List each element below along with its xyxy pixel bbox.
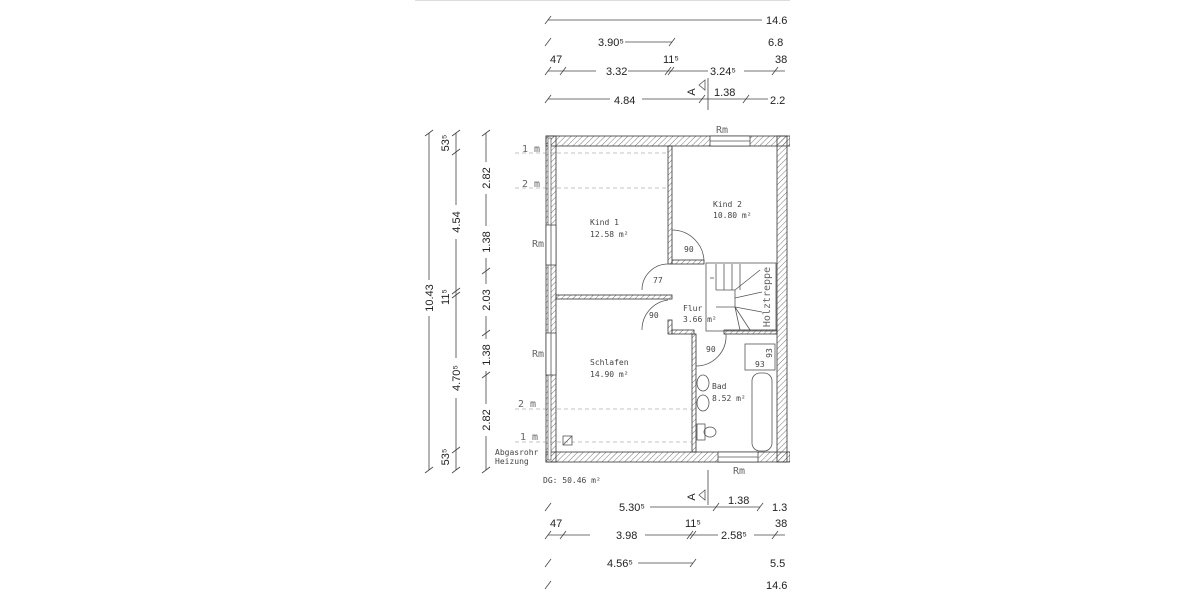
section-marker-top: A bbox=[686, 88, 698, 96]
total-area: DG: 50.46 m² bbox=[543, 476, 601, 485]
wall-bad-west bbox=[691, 333, 697, 453]
dim-label: 2.82 bbox=[481, 409, 493, 430]
shower-dim: 93 bbox=[755, 360, 765, 369]
dim-label: 6.8 bbox=[768, 37, 783, 49]
dim-label: 4.84 bbox=[614, 95, 635, 107]
height-line-label: 2 m bbox=[522, 179, 540, 190]
dim-label: 47 bbox=[550, 54, 562, 66]
dim-label: 4.54 bbox=[451, 211, 463, 232]
doors bbox=[641, 229, 727, 367]
wall-north bbox=[545, 135, 791, 147]
dim-total-depth: 10.43 bbox=[424, 284, 436, 312]
dim-label: 1.38 bbox=[714, 87, 735, 99]
dim-label: 4.56⁵ bbox=[607, 558, 633, 570]
door-kind2 bbox=[671, 229, 705, 263]
dim-label: 53⁵ bbox=[440, 135, 452, 152]
door-width: 90 bbox=[649, 311, 659, 320]
section-arrow-icon bbox=[698, 79, 706, 91]
window-label: Rm bbox=[532, 239, 544, 250]
dim-label: 3.90⁵ bbox=[598, 37, 624, 49]
door-bad bbox=[695, 333, 727, 367]
left-dimensions: 10.43 53⁵ 4.54 11⁵ 4.70⁵ 53⁵ 2.82 1.38 2… bbox=[422, 129, 493, 474]
building-plan: Holztreppe bbox=[515, 135, 791, 463]
flue-label: Heizung bbox=[495, 457, 529, 466]
plan-labels: 1 m 2 m 2 m 1 m Rm Rm Rm Rm Abgasrohr He… bbox=[495, 125, 774, 485]
door-width: 77 bbox=[653, 276, 663, 285]
room-name-schlafen: Schlafen bbox=[590, 358, 629, 367]
dim-label: 2.2 bbox=[770, 95, 785, 107]
room-name-flur: Flur bbox=[683, 304, 702, 313]
room-name-bad: Bad bbox=[712, 382, 727, 391]
dim-label: 1.38 bbox=[481, 344, 493, 365]
height-line-label: 1 m bbox=[520, 432, 538, 443]
room-area-flur: 3.66 m² bbox=[683, 315, 717, 324]
stairs bbox=[705, 262, 777, 332]
room-name-kind2: Kind 2 bbox=[713, 200, 742, 209]
dim-label: 5.5 bbox=[770, 558, 785, 570]
height-line-label: 2 m bbox=[518, 399, 536, 410]
height-line-label: 1 m bbox=[522, 144, 540, 155]
dim-label: 3.24⁵ bbox=[710, 66, 736, 78]
room-area-schlafen: 14.90 m² bbox=[590, 370, 629, 379]
dim-label: 3.32 bbox=[606, 66, 627, 78]
dim-label: 1.3 bbox=[772, 502, 787, 514]
dim-label: 11⁵ bbox=[440, 289, 452, 305]
flue-label: Abgasrohr bbox=[495, 448, 539, 457]
wall-kind1-schlafen bbox=[555, 294, 673, 300]
dim-label: 11⁵ bbox=[685, 518, 701, 530]
dim-label: 3.98 bbox=[616, 530, 637, 542]
window-label: Rm bbox=[716, 125, 728, 136]
door-kind1 bbox=[641, 263, 669, 291]
window-label: Rm bbox=[532, 349, 544, 360]
stair-label: Holztreppe bbox=[762, 267, 773, 327]
room-area-kind2: 10.80 m² bbox=[713, 211, 752, 220]
dim-label: 53⁵ bbox=[440, 449, 452, 466]
shower-dim: 93 bbox=[765, 348, 774, 358]
door-width: 90 bbox=[706, 345, 716, 354]
dim-label: 47 bbox=[550, 518, 562, 530]
top-dimensions: 14.6 3.90⁵ 6.8 47 3.32 11⁵ 3.24⁵ 38 4.84… bbox=[544, 15, 790, 110]
door-width: 90 bbox=[684, 245, 694, 254]
wall-east bbox=[776, 135, 788, 463]
dim-total-width: 14.6 bbox=[766, 15, 787, 27]
bathroom-fixtures bbox=[562, 343, 776, 452]
dim-label: 2.58⁵ bbox=[721, 530, 747, 542]
room-area-kind1: 12.58 m² bbox=[590, 230, 629, 239]
dim-label: 4.70⁵ bbox=[451, 365, 463, 391]
window-label: Rm bbox=[733, 466, 745, 477]
dim-label: 38 bbox=[775, 54, 787, 66]
dim-label: 2.82 bbox=[481, 167, 493, 188]
room-name-kind1: Kind 1 bbox=[590, 218, 619, 227]
dim-label: 38 bbox=[775, 518, 787, 530]
dim-label: 5.30⁵ bbox=[619, 502, 645, 514]
bottom-dimensions: A 5.30⁵ 1.38 1.3 47 3.98 11⁵ 2.58⁵ 38 4.… bbox=[544, 470, 787, 592]
wall-bad-north bbox=[723, 329, 778, 335]
dim-total-width-bottom: 14.6 bbox=[766, 580, 787, 592]
dim-label: 1.38 bbox=[481, 231, 493, 252]
wall-kind1-kind2 bbox=[667, 145, 673, 265]
room-area-bad: 8.52 m² bbox=[712, 394, 746, 403]
dim-label: 1.38 bbox=[728, 495, 749, 507]
section-marker-bottom: A bbox=[686, 493, 698, 501]
dim-label: 11⁵ bbox=[663, 54, 679, 66]
section-arrow-icon bbox=[698, 489, 706, 501]
dim-label: 2.03 bbox=[481, 289, 493, 310]
